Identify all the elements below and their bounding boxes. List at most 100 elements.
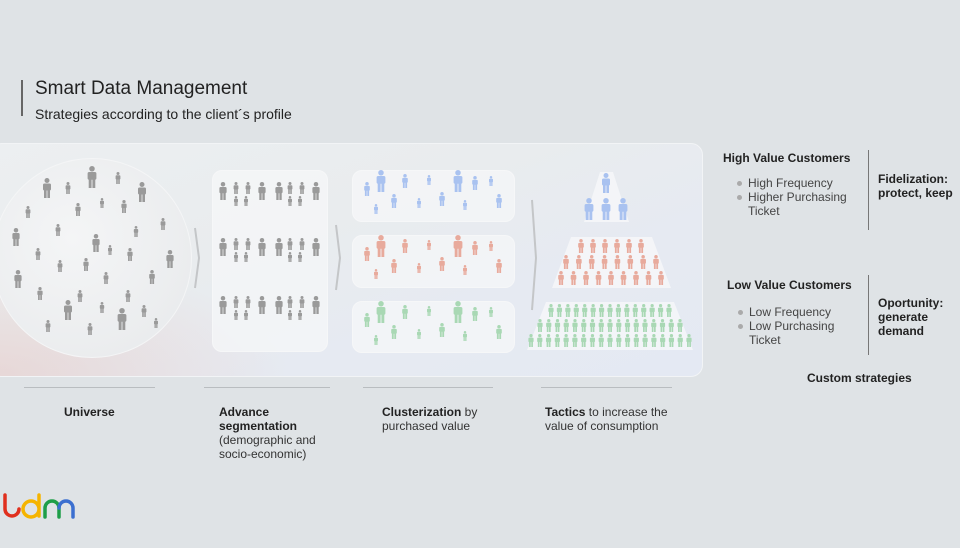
person-icon (25, 206, 31, 218)
person-icon (166, 250, 174, 268)
universe-circle (0, 158, 192, 358)
person-icon (463, 265, 467, 275)
person-icon (668, 319, 674, 332)
person-icon (127, 248, 133, 261)
person-icon (245, 182, 251, 194)
person-icon (627, 255, 634, 269)
person-icon (598, 304, 605, 317)
person-icon (402, 174, 408, 188)
person-icon (288, 196, 292, 206)
person-icon (83, 258, 89, 271)
person-icon (563, 334, 569, 347)
person-icon (472, 241, 478, 255)
person-icon (245, 296, 251, 308)
person-icon (275, 238, 283, 256)
bullet-item: High Frequency (736, 176, 856, 190)
cluster-box-high (352, 170, 515, 222)
chevron-right-icon (531, 199, 538, 311)
person-icon (578, 239, 584, 253)
stage-label-clusterization: Clusterization by purchased value (382, 405, 478, 433)
person-icon (463, 331, 467, 341)
stage-divider (24, 387, 155, 388)
person-icon (92, 234, 100, 252)
person-icon (391, 325, 397, 339)
person-icon (364, 313, 370, 327)
person-icon (651, 319, 657, 332)
custom-strategies-label: Custom strategies (807, 371, 912, 385)
person-icon (545, 334, 552, 347)
person-icon (154, 318, 158, 328)
person-icon (121, 200, 127, 213)
person-icon (439, 323, 445, 337)
person-icon (233, 296, 239, 308)
person-icon (632, 304, 638, 317)
person-icon (35, 248, 41, 260)
person-icon (287, 182, 293, 194)
divider (868, 275, 869, 355)
person-icon (651, 334, 657, 347)
person-icon (103, 272, 109, 284)
person-icon (618, 198, 628, 220)
person-icon (219, 182, 227, 200)
person-icon (583, 271, 589, 285)
person-icon (601, 255, 608, 269)
person-icon (537, 319, 543, 332)
page-subtitle: Strategies according to the client´s pro… (35, 106, 292, 122)
person-icon (640, 255, 646, 269)
person-icon (376, 301, 386, 323)
person-icon (668, 334, 675, 347)
person-icon (581, 334, 587, 347)
person-icon (615, 304, 622, 317)
person-icon (299, 238, 305, 250)
person-icon (234, 196, 238, 206)
person-icon (453, 235, 463, 257)
person-icon (546, 319, 552, 332)
person-icon (624, 319, 631, 332)
person-icon (75, 203, 81, 216)
low-value-bullets: Low Frequency Low Purchasing Ticket (737, 305, 847, 347)
person-icon (298, 196, 302, 206)
person-icon (244, 196, 248, 206)
person-icon (427, 240, 431, 250)
person-icon (453, 301, 463, 323)
high-value-bullets: High Frequency Higher Purchasing Ticket (736, 176, 856, 218)
person-icon (77, 290, 83, 302)
person-icon (427, 175, 431, 185)
person-icon (364, 247, 370, 261)
person-icon (607, 304, 613, 317)
person-icon (572, 319, 578, 332)
person-icon (602, 239, 608, 253)
person-icon (258, 296, 266, 314)
person-icon (472, 307, 478, 321)
person-icon (660, 334, 666, 347)
udm-logo (3, 493, 75, 519)
person-icon (219, 296, 227, 314)
person-icon (160, 218, 166, 230)
person-icon (558, 271, 564, 285)
person-icon (312, 238, 320, 256)
person-icon (288, 252, 292, 262)
person-icon (391, 194, 397, 208)
person-icon (287, 238, 293, 250)
person-icon (258, 238, 266, 256)
person-icon (633, 319, 639, 332)
person-icon (496, 259, 502, 273)
person-icon (65, 182, 71, 194)
person-icon (590, 239, 596, 253)
person-icon (642, 319, 648, 332)
person-icon (582, 304, 588, 317)
person-icon (598, 334, 604, 347)
person-icon (417, 198, 421, 208)
person-icon (391, 259, 397, 273)
person-icon (14, 270, 22, 288)
person-icon (299, 296, 305, 308)
person-icon (653, 255, 659, 269)
bullet-item: Low Purchasing Ticket (737, 319, 847, 347)
person-icon (219, 238, 227, 256)
person-icon (275, 296, 283, 314)
person-icon (417, 329, 421, 339)
person-icon (616, 319, 622, 332)
person-icon (37, 287, 43, 300)
person-icon (402, 239, 408, 253)
person-icon (554, 319, 561, 332)
